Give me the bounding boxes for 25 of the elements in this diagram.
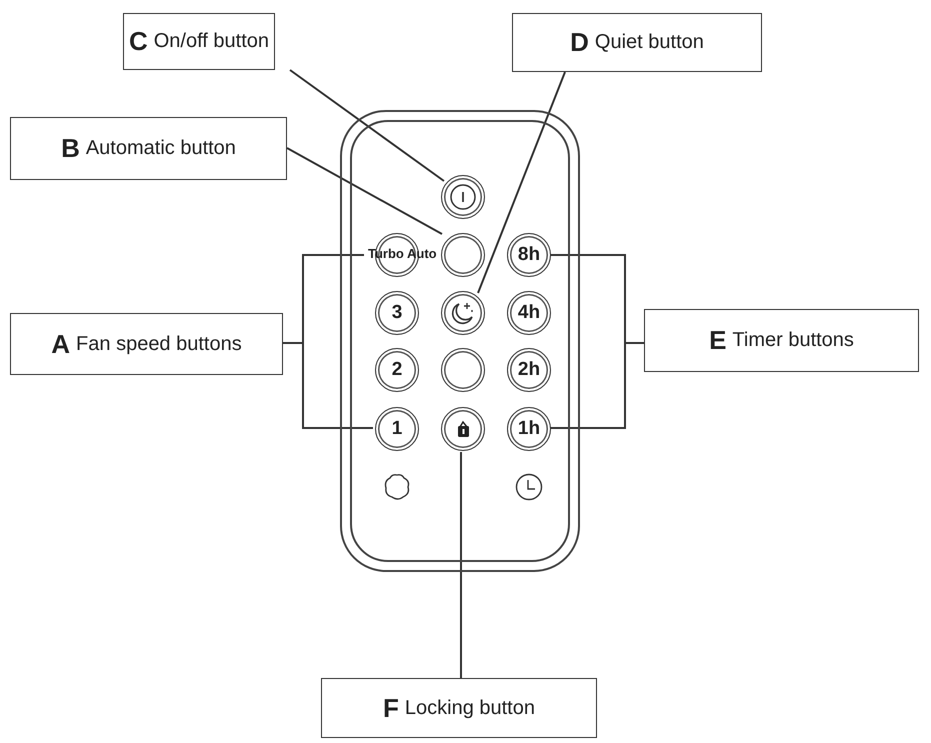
remote-button <box>441 291 485 335</box>
leader-line <box>477 72 566 294</box>
remote-button: 1 <box>375 407 419 451</box>
remote-button <box>441 348 485 392</box>
remote-button: 8h <box>507 233 551 277</box>
leader-line <box>283 342 373 429</box>
remote-button <box>441 175 485 219</box>
remote-button: 2 <box>375 348 419 392</box>
remote-control-outline <box>340 110 580 572</box>
callout-box: A Fan speed buttons <box>10 313 283 375</box>
remote-button <box>441 407 485 451</box>
leader-line <box>286 147 442 235</box>
callout-box: B Automatic button <box>10 117 287 180</box>
callout-box: C On/off button <box>123 13 275 70</box>
remote-button: 4h <box>507 291 551 335</box>
remote-button <box>441 233 485 277</box>
remote-button: 1h <box>507 407 551 451</box>
callout-box: E Timer buttons <box>644 309 919 372</box>
remote-button: 3 <box>375 291 419 335</box>
callout-box: F Locking button <box>321 678 597 738</box>
leader-line <box>550 342 644 429</box>
leader-line <box>460 452 462 678</box>
leader-line <box>289 69 445 182</box>
callout-box: D Quiet button <box>512 13 762 72</box>
remote-button: 2h <box>507 348 551 392</box>
